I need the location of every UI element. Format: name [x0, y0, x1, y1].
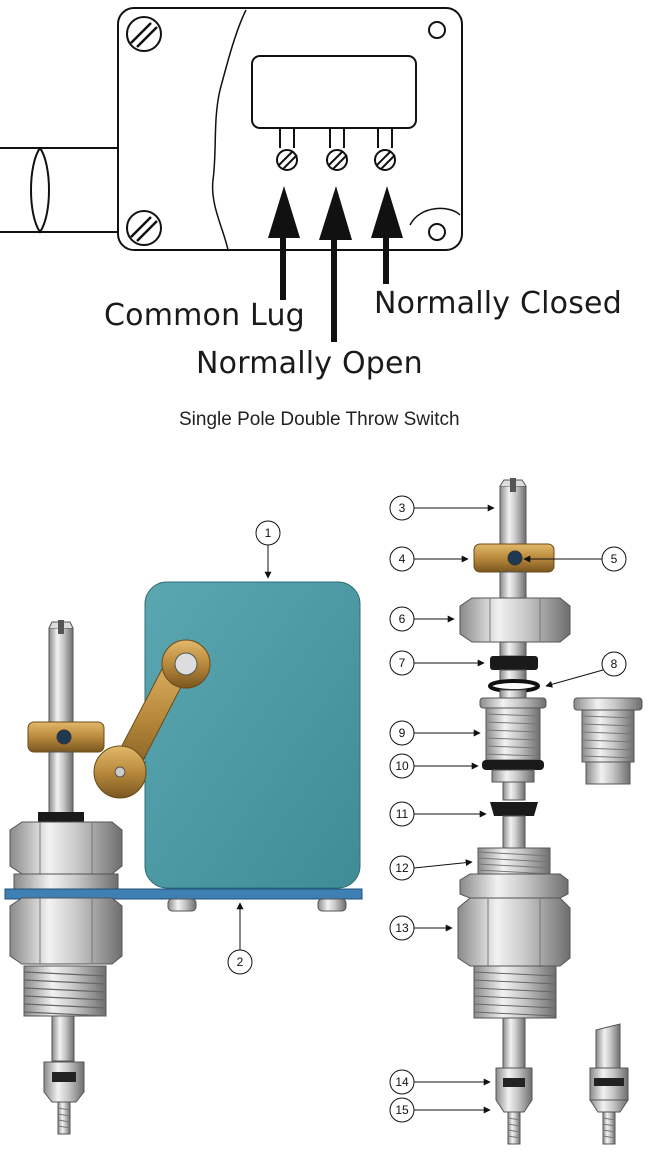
- roller-lever: [93, 639, 211, 799]
- terminal-normally-closed: [374, 128, 396, 171]
- callouts: 1 2 3 4 5: [227, 495, 627, 1123]
- label-normally-closed: Normally Closed: [374, 286, 622, 321]
- svg-text:9: 9: [399, 726, 406, 740]
- spare-tip: [589, 1023, 629, 1145]
- svg-text:14: 14: [395, 1075, 409, 1089]
- svg-text:15: 15: [395, 1103, 409, 1117]
- callout-6: 6: [389, 606, 455, 632]
- callout-11: 11: [389, 801, 487, 827]
- terminal-normally-open: [326, 128, 348, 171]
- threaded-section: [23, 965, 107, 1017]
- label-normally-open: Normally Open: [196, 346, 423, 381]
- arrow-normally-open: [319, 186, 352, 342]
- mounting-hole: [428, 21, 446, 39]
- cable: [0, 147, 118, 234]
- svg-text:12: 12: [395, 861, 409, 875]
- svg-text:4: 4: [399, 552, 406, 566]
- callout-4: 4: [389, 546, 469, 572]
- svg-text:1: 1: [265, 526, 272, 540]
- spare-fitting: [573, 697, 643, 785]
- screw-icon: [126, 210, 162, 246]
- svg-text:8: 8: [611, 657, 618, 671]
- svg-text:7: 7: [399, 656, 406, 670]
- callout-14: 14: [389, 1069, 491, 1095]
- screw-icon: [126, 16, 162, 52]
- mounting-hole: [428, 223, 446, 241]
- callout-10: 10: [389, 753, 479, 779]
- spdt-switch-drawing: [0, 7, 463, 342]
- callout-3: 3: [389, 495, 495, 521]
- svg-text:13: 13: [395, 921, 409, 935]
- switch-body: [144, 581, 361, 889]
- micro-switch-body: [251, 55, 417, 129]
- svg-text:6: 6: [399, 612, 406, 626]
- callout-7: 7: [389, 650, 485, 676]
- callout-8: 8: [545, 651, 627, 688]
- label-common-lug: Common Lug: [104, 298, 305, 333]
- svg-text:11: 11: [396, 807, 409, 821]
- callout-2: 2: [227, 902, 253, 975]
- terminal-common: [276, 128, 298, 171]
- callout-9: 9: [389, 720, 481, 746]
- arrow-common: [268, 186, 300, 300]
- svg-text:10: 10: [395, 759, 409, 773]
- callout-1: 1: [255, 520, 281, 579]
- exploded-view: [457, 478, 643, 1145]
- callout-12: 12: [389, 855, 473, 881]
- svg-text:3: 3: [399, 501, 406, 515]
- diagram-caption: Single Pole Double Throw Switch: [179, 409, 460, 430]
- svg-text:5: 5: [611, 552, 618, 566]
- arrow-normally-closed: [371, 186, 403, 284]
- callout-15: 15: [389, 1097, 491, 1123]
- callout-13: 13: [389, 915, 453, 941]
- assembled-view: [4, 581, 363, 1135]
- enclosure-cutaway-edge: [211, 9, 247, 251]
- svg-text:2: 2: [237, 955, 244, 969]
- callout-5: 5: [523, 546, 627, 572]
